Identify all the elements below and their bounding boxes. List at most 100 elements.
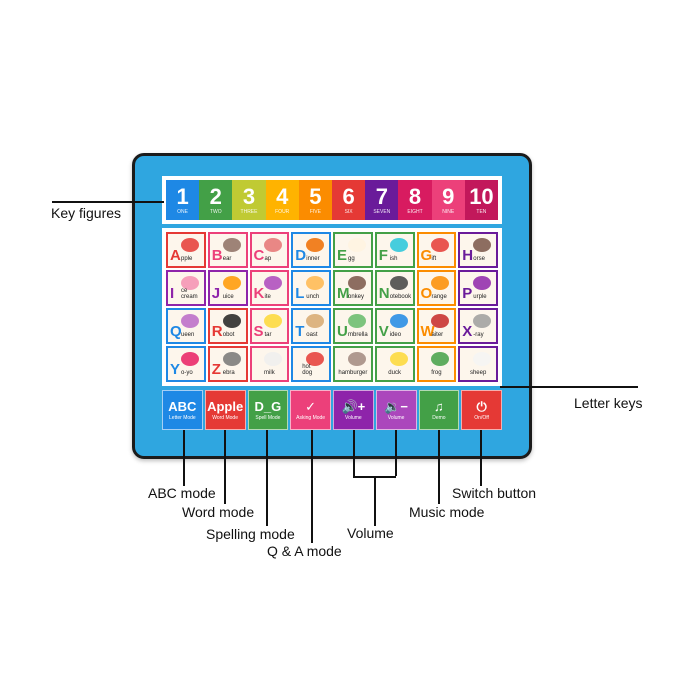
letter-key-word: o-yo [181, 370, 193, 376]
mode-icon: ♫ [434, 398, 444, 414]
letter-key-letter: U [337, 323, 348, 340]
switch-button-label: Switch button [452, 485, 537, 501]
letter-key[interactable]: milk [249, 346, 290, 382]
letter-key[interactable]: frog [416, 346, 457, 382]
mode-button-7[interactable]: ♫Demo [418, 390, 460, 430]
letter-key[interactable]: sheep [458, 346, 498, 382]
letter-picture-icon [180, 352, 199, 366]
qa-mode-label: Q & A mode [267, 543, 342, 559]
mode-label: Spell Mode [255, 414, 281, 421]
volume-label: Volume [347, 525, 394, 541]
letter-picture-icon [389, 276, 408, 290]
letter-key-letter: J [211, 285, 221, 302]
abc-mode-line [183, 430, 185, 486]
letter-key-word: milk [264, 370, 275, 376]
letter-picture-icon [473, 352, 491, 366]
number-key-word: EIGHT [407, 208, 423, 215]
letter-picture-icon [264, 352, 283, 366]
letter-key-word: hot dog [302, 364, 313, 376]
letter-key-letter: N [378, 285, 390, 302]
letter-key-word: ap [264, 256, 272, 262]
letter-key-word: orse [473, 256, 485, 262]
number-key-word: SIX [344, 208, 353, 215]
mode-label: Letter Mode [169, 414, 196, 421]
letter-key-word: onkey [348, 294, 365, 300]
letter-key[interactable]: hamburger [333, 346, 373, 382]
letter-key[interactable]: duck [374, 346, 415, 382]
letter-key-word: hamburger [338, 370, 368, 376]
mode-button-8[interactable]: ⏻On/Off [461, 390, 502, 430]
number-key-word: SEVEN [373, 208, 391, 215]
letter-key[interactable]: hot dog [291, 346, 331, 382]
letter-picture-icon [431, 352, 450, 366]
letter-key[interactable]: X-ray [458, 308, 498, 344]
letter-key-letter: S [253, 323, 264, 340]
number-key-digit: 7 [375, 183, 388, 209]
mode-icon: ABC [168, 398, 197, 414]
letter-key-face: duck [376, 348, 413, 380]
number-key-digit: 4 [276, 183, 289, 209]
switch-button-line [480, 430, 482, 486]
letter-key-letter: E [337, 247, 348, 264]
mode-button-4[interactable]: ✓Asking Mode [290, 390, 331, 430]
letter-key-letter: A [170, 247, 181, 264]
mode-button-5[interactable]: 🔊+Volume [333, 390, 374, 430]
number-key-digit: 2 [209, 183, 222, 209]
letter-picture-icon [347, 314, 366, 328]
volume-line-right [395, 430, 397, 476]
letter-key-face: sheep [460, 348, 496, 380]
letter-picture-icon [473, 238, 491, 252]
mode-button-6[interactable]: 🔉−Volume [375, 390, 417, 430]
letter-key-word: ear [222, 256, 232, 262]
letter-picture-icon [306, 238, 324, 252]
